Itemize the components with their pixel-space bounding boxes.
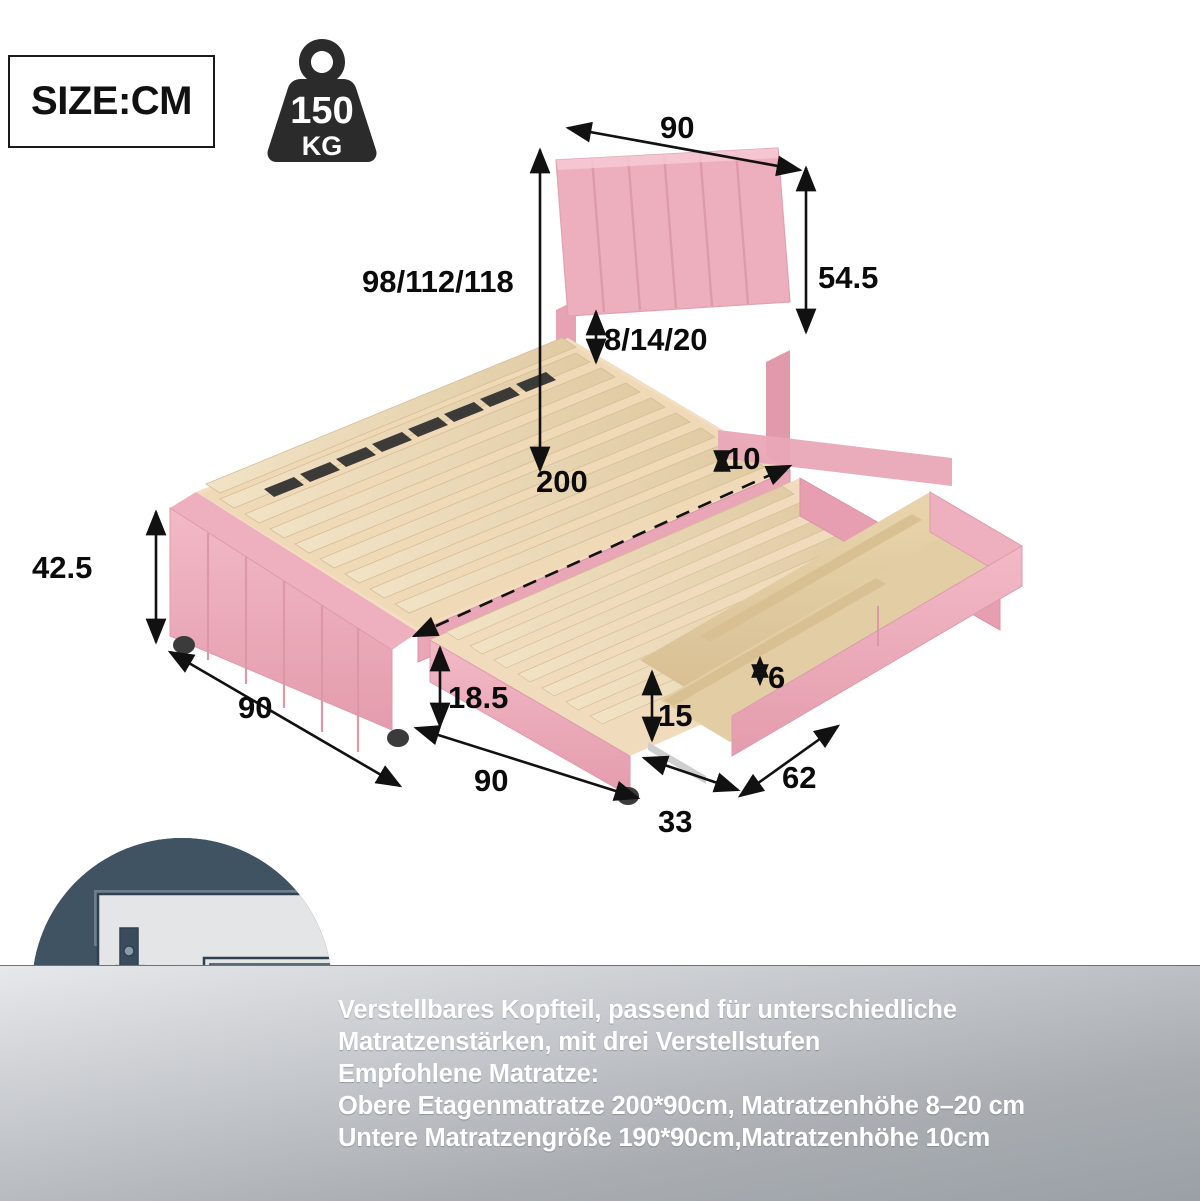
dimension-bed-length: 200 [536,464,588,499]
weight-value: 150 [290,90,354,132]
dimension-headboard-width: 90 [660,110,695,145]
size-unit-label: SIZE:CM [31,79,192,123]
feature-banner-line-3: Empfohlene Matratze: [338,1060,599,1088]
size-unit-badge: SIZE:CM [8,55,215,148]
feature-banner-line-5: Untere Matratzengröße 190*90cm,Matratzen… [338,1124,991,1152]
feature-banner-line-2: Matratzenstärken, mit drei Verstellstufe… [338,1028,821,1056]
feature-banner-text: Verstellbares Kopfteil, passend für unte… [338,994,1194,1154]
dimension-drawer-height: 15 [658,698,693,733]
dimension-drawer-front-width: 33 [658,804,693,839]
dimension-drawer-depth: 62 [782,760,817,795]
dimension-total-height: 98/112/118 [362,264,514,299]
dimension-headboard-adjust-gap: 8/14/20 [604,322,708,357]
dimension-drawer-bottom-thickness: 6 [768,660,786,695]
dimension-headboard-height: 54.5 [818,260,879,295]
weight-capacity-badge: 150 KG [262,35,382,165]
dimension-trundle-height: 18.5 [448,680,509,715]
dimension-trundle-width: 90 [474,763,509,798]
dimension-side-rail-thickness: 10 [726,441,761,476]
weight-unit: KG [301,131,343,161]
feature-banner-line-1: Verstellbares Kopfteil, passend für unte… [338,996,957,1024]
weight-kettlebell-icon [267,39,377,162]
dimension-footboard-width: 90 [238,690,273,725]
feature-banner-line-4: Obere Etagenmatratze 200*90cm, Matratzen… [338,1092,1025,1120]
feature-banner: Verstellbares Kopfteil, passend für unte… [0,965,1200,1201]
dimension-bed-height: 42.5 [32,550,93,585]
